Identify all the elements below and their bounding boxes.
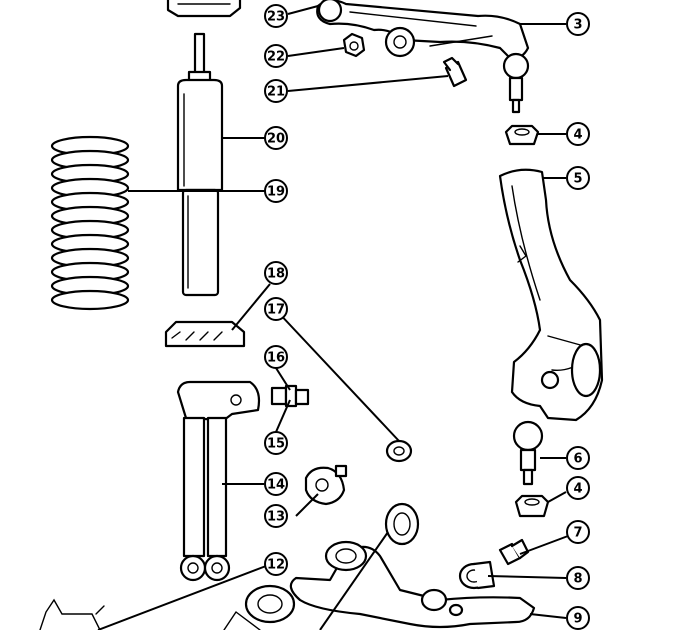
- nut-22: [342, 32, 366, 58]
- callout-label: 9: [573, 612, 582, 627]
- steering-knuckle: [498, 168, 604, 486]
- callout-8: 8: [566, 566, 590, 590]
- callout-label: 15: [267, 437, 285, 452]
- callout-17: 17: [264, 297, 288, 321]
- bushing-13: [304, 464, 348, 506]
- callout-14: 14: [264, 472, 288, 496]
- callout-label: 6: [573, 452, 582, 467]
- callout-label: 4: [573, 128, 582, 143]
- callout-4-lower: 4: [566, 476, 590, 500]
- bolt-21: [442, 56, 468, 88]
- callout-12: 12: [264, 552, 288, 576]
- callout-22: 22: [264, 44, 288, 68]
- upper-control-arm: [316, 0, 530, 114]
- callout-6: 6: [566, 446, 590, 470]
- strut-clevis: [176, 380, 261, 582]
- callout-5: 5: [566, 166, 590, 190]
- leader-lines: [97, 5, 569, 630]
- coil-spring: [50, 135, 130, 311]
- callout-label: 8: [573, 572, 582, 587]
- callout-label: 21: [267, 85, 285, 100]
- callout-label: 4: [573, 482, 582, 497]
- bracket-fragment: [39, 598, 105, 630]
- lower-control-arm: [223, 502, 536, 630]
- callout-20: 20: [264, 126, 288, 150]
- callout-label: 5: [573, 172, 582, 187]
- bushing-17: [385, 439, 413, 463]
- bushing-8: [458, 560, 496, 590]
- callout-19: 19: [264, 179, 288, 203]
- callout-7: 7: [566, 520, 590, 544]
- callout-label: 3: [573, 18, 582, 33]
- shock-absorber: [176, 32, 224, 297]
- callout-4-upper: 4: [566, 122, 590, 146]
- callout-label: 7: [573, 526, 582, 541]
- callout-label: 20: [267, 132, 285, 147]
- callout-label: 16: [267, 351, 285, 366]
- callout-23: 23: [264, 4, 288, 28]
- callout-label: 13: [267, 510, 285, 525]
- nut-4-lower: [514, 494, 550, 518]
- callout-18: 18: [264, 261, 288, 285]
- callout-label: 18: [267, 267, 285, 282]
- fitting-7: [498, 538, 530, 566]
- callout-16: 16: [264, 345, 288, 369]
- callout-15: 15: [264, 431, 288, 455]
- nut-4-upper: [504, 124, 540, 146]
- callout-21: 21: [264, 79, 288, 103]
- callout-3: 3: [566, 12, 590, 36]
- callout-13: 13: [264, 504, 288, 528]
- top-mount: [166, 0, 242, 18]
- callout-label: 22: [267, 50, 285, 65]
- callout-9: 9: [566, 606, 590, 630]
- spring-isolator: [164, 320, 246, 348]
- callout-label: 12: [267, 558, 285, 573]
- callout-label: 17: [267, 303, 285, 318]
- clevis-bolt: [270, 384, 310, 408]
- callout-label: 19: [267, 185, 285, 200]
- callout-label: 14: [267, 478, 285, 493]
- callout-label: 23: [267, 10, 285, 25]
